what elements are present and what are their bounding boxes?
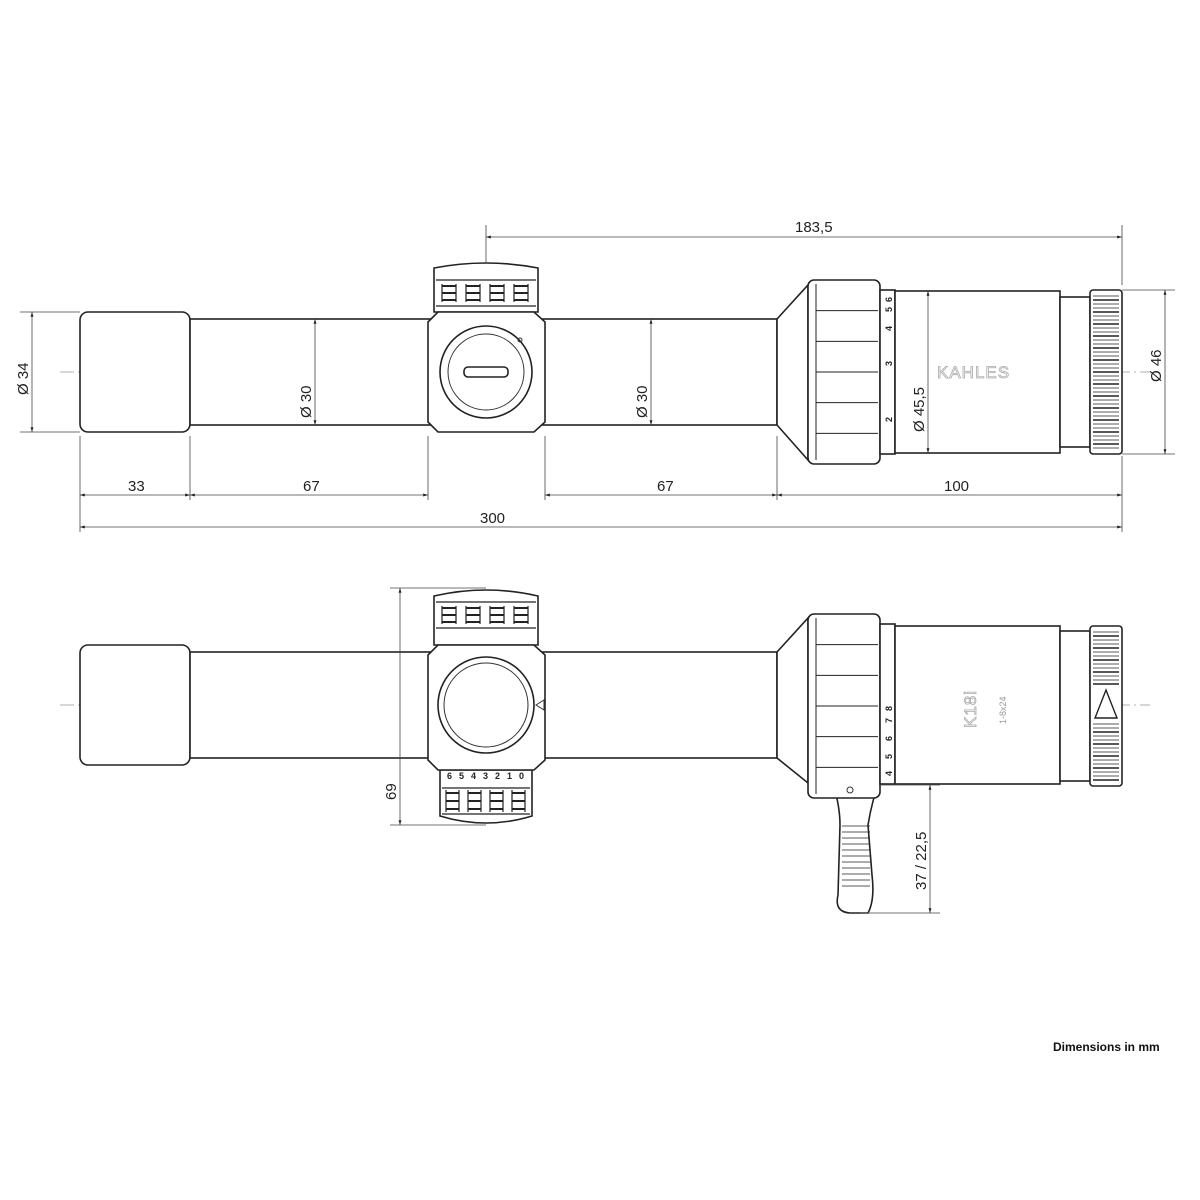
svg-text:4: 4	[884, 326, 894, 331]
svg-text:3: 3	[483, 771, 488, 781]
zoom-scale-side: 4 5 6 7 8	[884, 706, 894, 776]
magnification-label: 1-8x24	[998, 696, 1008, 724]
model-label: K18i	[961, 690, 980, 728]
zoom-scale-band	[879, 623, 896, 785]
dim-67-left: 67	[303, 478, 320, 495]
svg-text:5: 5	[459, 771, 464, 781]
svg-text:6: 6	[884, 736, 894, 741]
svg-text:3: 3	[884, 361, 894, 366]
dim-dia-45-5: Ø 45,5	[911, 387, 928, 432]
zoom-scale-top: 2 3 4 5 6	[884, 297, 894, 422]
knurling	[1093, 295, 1119, 449]
zoom-scale-band	[879, 289, 896, 455]
eyepiece-cone	[776, 282, 809, 463]
svg-text:1: 1	[507, 771, 512, 781]
objective-bell	[79, 311, 191, 433]
main-tube-rear	[542, 318, 778, 426]
svg-text:8: 8	[884, 706, 894, 711]
coin-slot	[463, 366, 509, 378]
eyepiece-neck	[1059, 630, 1091, 782]
zoom-throw-lever	[830, 779, 882, 914]
knurling	[842, 825, 870, 887]
knurling	[436, 601, 536, 815]
eyepiece-neck	[1059, 296, 1091, 448]
main-tube-front	[189, 318, 431, 426]
svg-text:0: 0	[519, 771, 524, 781]
dim-300: 300	[480, 510, 505, 527]
parallax-knob	[437, 656, 535, 754]
dim-67-right: 67	[657, 478, 674, 495]
units-note: Dimensions in mm	[1053, 1040, 1160, 1054]
eyepiece-cone	[776, 615, 809, 785]
index-triangle-icon	[535, 699, 545, 711]
svg-text:2: 2	[884, 417, 894, 422]
dim-dia-30-left: Ø 30	[298, 385, 315, 418]
main-tube-front	[189, 651, 431, 759]
top-view-dimensions: 183,5 33 67 67 100 300 Ø 34 Ø 30 Ø 30 Ø …	[15, 219, 1175, 532]
svg-text:5: 5	[884, 754, 894, 759]
svg-text:4: 4	[471, 771, 476, 781]
dim-100: 100	[944, 478, 969, 495]
zoom-ring-facets	[815, 284, 878, 460]
dim-dia-34: Ø 34	[15, 362, 32, 395]
eyepiece-body	[894, 290, 1061, 454]
knurling	[436, 279, 536, 307]
elevation-turret	[433, 262, 539, 313]
dim-dia-46: Ø 46	[1148, 349, 1165, 382]
svg-text:7: 7	[884, 718, 894, 723]
svg-text:4: 4	[884, 771, 894, 776]
dim-height-69: 69	[383, 783, 400, 800]
zoom-ring-facets	[815, 618, 878, 794]
diopter-triangle-icon	[1093, 688, 1119, 719]
elevation-turret	[433, 589, 539, 646]
dim-33: 33	[128, 478, 145, 495]
side-view-dimensions: 69 37 / 22,5	[383, 587, 940, 914]
svg-text:6: 6	[447, 771, 452, 781]
svg-text:2: 2	[495, 771, 500, 781]
top-view-scope: 2 3 4 5 6 KAHLES	[60, 262, 1150, 465]
illumination-scale: 6 5 4 3 2 1 0	[447, 771, 524, 781]
side-view-scope: 6 5 4 3 2 1 0 4 5 6 7 8 K18i 1-8x24	[60, 589, 1150, 914]
svg-text:6: 6	[884, 297, 894, 302]
brand-label: KAHLES	[937, 363, 1010, 382]
main-tube-rear	[542, 651, 778, 759]
svg-text:5: 5	[884, 307, 894, 312]
dim-183-5: 183,5	[795, 219, 833, 236]
illumination-turret	[439, 769, 533, 824]
dim-lever: 37 / 22,5	[913, 832, 930, 890]
objective-bell	[79, 644, 191, 766]
dim-dia-30-right: Ø 30	[634, 385, 651, 418]
